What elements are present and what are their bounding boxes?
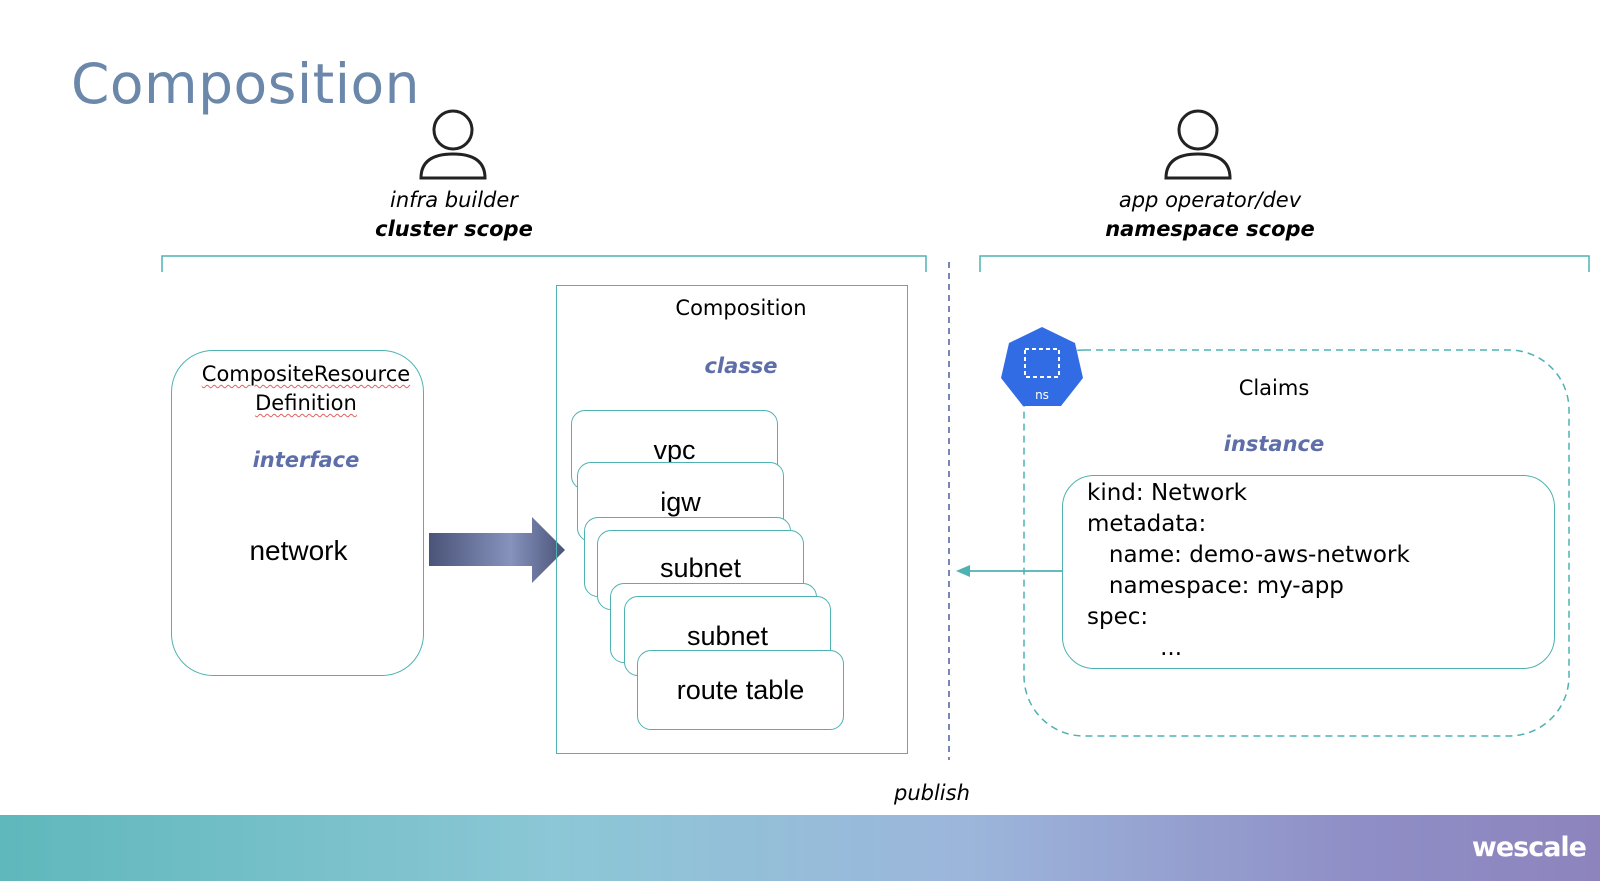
composition-kind-label: classe: [704, 354, 778, 378]
xrd-resource-name: network: [249, 535, 348, 566]
yaml-line: namespace: my-app: [1087, 573, 1344, 599]
publish-label: publish: [894, 781, 970, 805]
publish-arrow-head: [956, 565, 970, 577]
xrd-title-line2: Definition: [255, 391, 357, 415]
yaml-line: metadata:: [1087, 511, 1207, 537]
yaml-line: name: demo-aws-network: [1087, 542, 1410, 568]
xrd-box: [171, 350, 424, 676]
claims-container: [1023, 349, 1570, 737]
cluster-scope-label: cluster scope: [375, 217, 533, 241]
namespace-scope-bracket: [979, 255, 1590, 272]
app-operator-person-icon: [1164, 109, 1232, 180]
cluster-scope-bracket: [161, 255, 927, 272]
namespace-badge-label: ns: [1035, 388, 1049, 402]
namespace-badge-icon: [1001, 327, 1083, 406]
yaml-line: kind: Network: [1087, 480, 1247, 506]
composition-title: Composition: [675, 296, 807, 320]
xrd-kind-label: interface: [252, 448, 360, 472]
yaml-line: spec:: [1087, 604, 1149, 630]
infra-builder-person-icon: [419, 109, 487, 180]
composition-box: [556, 285, 908, 754]
yaml-line: ...: [1087, 635, 1183, 661]
namespace-scope-label: namespace scope: [1105, 217, 1315, 241]
xrd-to-composition-arrow: [429, 517, 565, 583]
claims-title: Claims: [1238, 376, 1310, 400]
slide-title: Composition: [71, 52, 420, 116]
composition-item-route-table: route table: [637, 650, 844, 730]
claim-yaml-card: [1062, 475, 1555, 669]
claim-yaml-lines: kind: Network metadata: name: demo-aws-n…: [1087, 478, 1410, 664]
claims-kind-label: instance: [1223, 432, 1325, 456]
app-operator-label: app operator/dev: [1118, 188, 1302, 212]
xrd-title: CompositeResource Definition: [176, 360, 436, 418]
wescale-logo: wescale: [1471, 832, 1587, 863]
infra-builder-label: infra builder: [390, 188, 518, 212]
footer-gradient-bar: [0, 815, 1600, 881]
xrd-title-line1: CompositeResource: [201, 362, 411, 386]
